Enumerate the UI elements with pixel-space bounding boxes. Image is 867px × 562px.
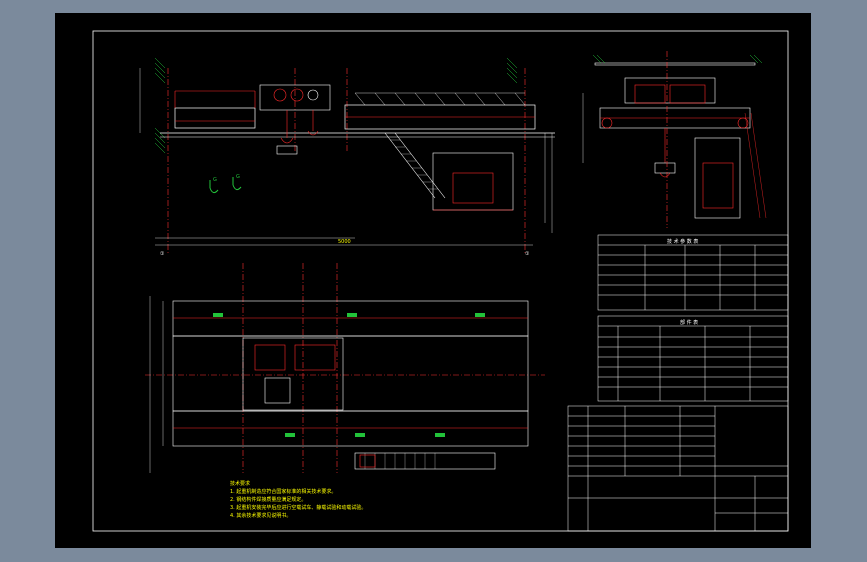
hook-label-2: G bbox=[236, 174, 240, 180]
drawing-sheet: G G 5000 ① ① bbox=[55, 13, 811, 548]
title-block bbox=[567, 405, 789, 532]
technical-notes: 技术要求 1. 起重机制造应符合国家标准的相关技术要求。 2. 钢结构件焊接质量… bbox=[230, 480, 366, 519]
notes-title: 技术要求 bbox=[230, 480, 250, 487]
wall-hatch-right bbox=[506, 57, 518, 84]
wall-hatch-left bbox=[154, 57, 166, 154]
trolley-front bbox=[259, 84, 331, 111]
svg-text:5000: 5000 bbox=[338, 239, 351, 245]
operator-cab-front bbox=[384, 132, 514, 211]
hook-label-1: G bbox=[213, 177, 217, 183]
note-3: 3. 起重机安装完毕后应进行空载试车、静载试验和动载试验。 bbox=[230, 504, 366, 511]
front-elevation-view: G G 5000 ① ① bbox=[139, 57, 555, 257]
param-table-title: 技 术 参 数 表 bbox=[667, 238, 698, 245]
note-4: 4. 其余技术要求见说明书。 bbox=[230, 512, 291, 519]
plan-view bbox=[145, 263, 545, 473]
hook-block-front bbox=[276, 110, 319, 155]
note-2: 2. 钢结构件焊接质量应满足规定。 bbox=[230, 496, 306, 503]
section-marker-left: ① bbox=[160, 251, 165, 257]
side-elevation-view bbox=[582, 51, 767, 228]
technical-parameter-table bbox=[597, 234, 789, 311]
cad-drawing-canvas: G G 5000 ① ① bbox=[92, 30, 789, 532]
component-table bbox=[597, 315, 789, 402]
note-1: 1. 起重机制造应符合国家标准的相关技术要求。 bbox=[230, 488, 336, 495]
svg-text:①: ① bbox=[525, 251, 530, 257]
component-table-title: 部 件 表 bbox=[680, 319, 698, 326]
